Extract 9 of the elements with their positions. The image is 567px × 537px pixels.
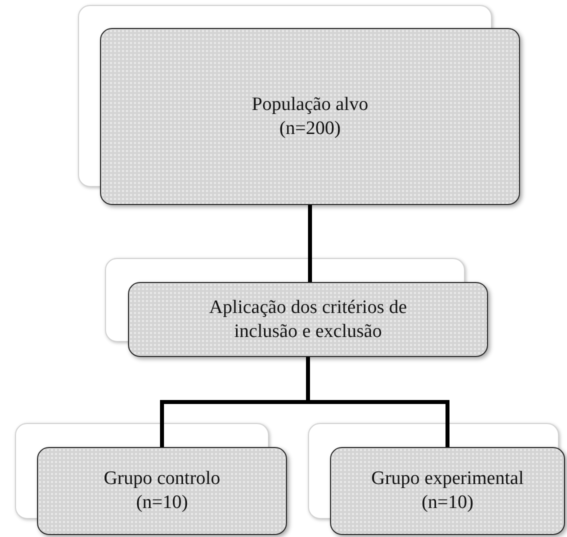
box-label: Grupo controlo (n=10) <box>102 467 222 515</box>
process-box <box>128 282 488 357</box>
connector-line <box>308 205 312 282</box>
process-box <box>37 447 287 535</box>
box-label: População alvo (n=200) <box>250 92 370 140</box>
box-label: Aplicação dos critérios de inclusão e exclusão <box>208 296 408 344</box>
process-box <box>330 447 565 535</box>
box-label: Grupo experimental (n=10) <box>370 467 525 515</box>
process-box <box>100 28 520 205</box>
